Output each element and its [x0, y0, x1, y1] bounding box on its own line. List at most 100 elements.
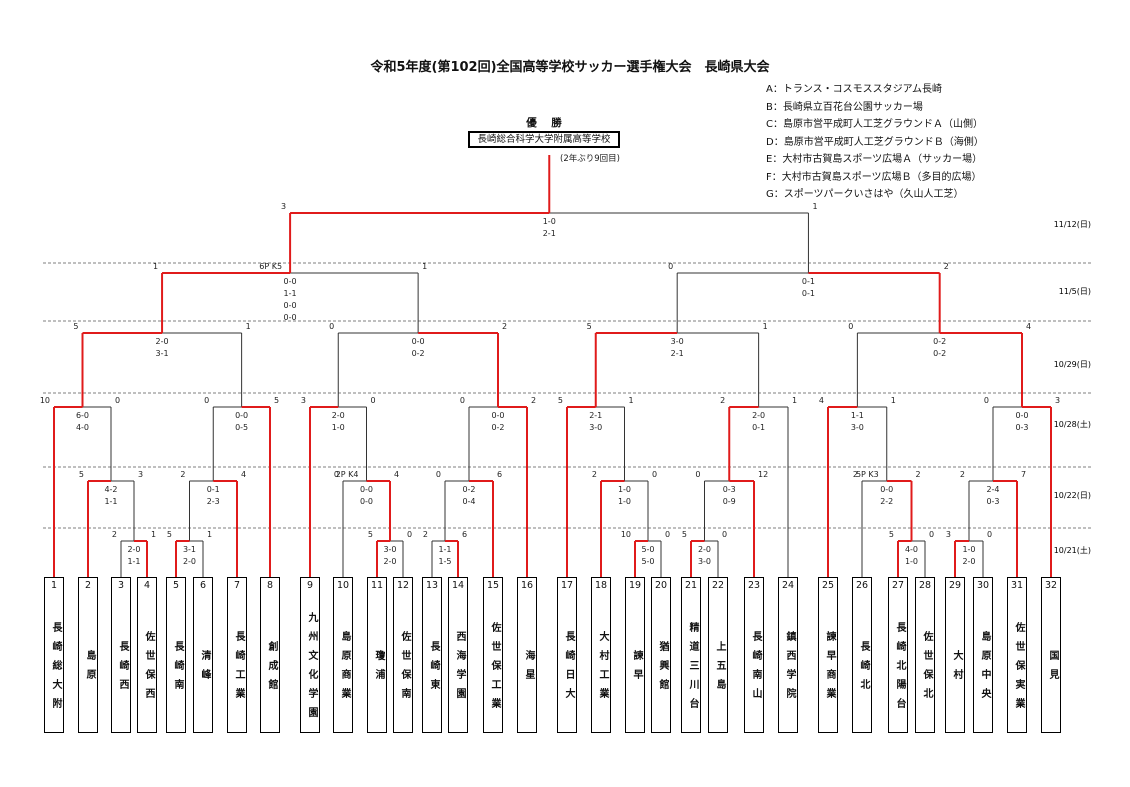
team-number: 19 — [628, 580, 642, 591]
half-score: 0-0 — [284, 301, 297, 310]
team-number: 22 — [711, 580, 725, 591]
team-name: 鎮西学院 — [784, 631, 795, 707]
half-score: 4-0 — [76, 423, 89, 432]
team-goals: 1 — [763, 322, 768, 331]
team-goals: 0 — [848, 322, 853, 331]
half-score: 1-1 — [104, 497, 117, 506]
team-name: 長崎南山 — [750, 631, 761, 707]
half-score: 0-0 — [235, 411, 248, 420]
team-name: 清峰 — [199, 650, 210, 688]
half-score: 2-4 — [986, 485, 999, 494]
team-goals: 0 — [115, 396, 120, 405]
team-name: 佐世保西 — [143, 631, 154, 707]
team-goals: 1 — [151, 530, 156, 539]
team-number: 11 — [370, 580, 384, 591]
half-score: 0-3 — [723, 485, 736, 494]
half-score: 1-5 — [438, 557, 451, 566]
half-score: 3-0 — [698, 557, 711, 566]
half-score: 5-0 — [641, 557, 654, 566]
team-name: 長崎北陽台 — [894, 621, 905, 717]
half-score: 3-1 — [183, 545, 196, 554]
team-name: 佐世保実業 — [1013, 621, 1024, 717]
team-number: 25 — [821, 580, 835, 591]
team-goals: 0 — [668, 262, 673, 271]
half-score: 2-2 — [880, 497, 893, 506]
half-score: 3-0 — [383, 545, 396, 554]
winner-team-box: 長崎総合科学大学附属高等学校 — [468, 131, 620, 148]
team-name: 長崎西 — [117, 640, 128, 698]
half-score: 1-0 — [332, 423, 345, 432]
half-score: 0-3 — [1015, 423, 1028, 432]
team-number: 5 — [172, 580, 180, 591]
team-goals: 0 — [695, 470, 700, 479]
bracket-lines — [82, 212, 1022, 577]
round-date: 10/22(日) — [1054, 491, 1091, 500]
team-number: 32 — [1044, 580, 1058, 591]
team-number: 28 — [918, 580, 932, 591]
team-number: 21 — [684, 580, 698, 591]
team-goals: 4 — [394, 470, 399, 479]
team-name: 海星 — [523, 650, 534, 688]
team-number: 27 — [891, 580, 905, 591]
half-score: 0-1 — [752, 423, 765, 432]
team-number: 20 — [654, 580, 668, 591]
round-date: 10/29(日) — [1054, 360, 1091, 369]
pk-score: 5P K3 — [856, 470, 879, 479]
team-box: 4 佐世保西 — [137, 577, 157, 733]
team-name: 九州文化学園 — [306, 612, 317, 726]
team-box: 9 九州文化学園 — [300, 577, 320, 733]
team-goals: 5 — [274, 396, 279, 405]
team-name: 上五島 — [714, 640, 725, 698]
half-score: 2-0 — [698, 545, 711, 554]
half-score: 1-0 — [962, 545, 975, 554]
team-goals: 1 — [422, 262, 427, 271]
team-number: 18 — [594, 580, 608, 591]
team-goals: 3 — [301, 396, 306, 405]
team-goals: 0 — [929, 530, 934, 539]
team-goals: 4 — [241, 470, 246, 479]
half-score: 0-5 — [235, 423, 248, 432]
team-goals: 5 — [889, 530, 894, 539]
half-score: 0-4 — [462, 497, 475, 506]
team-goals: 2 — [531, 396, 536, 405]
team-number: 23 — [747, 580, 761, 591]
team-name: 国見 — [1047, 650, 1058, 688]
team-number: 29 — [948, 580, 962, 591]
team-goals: 2 — [916, 470, 921, 479]
half-score: 1-1 — [438, 545, 451, 554]
team-goals: 6 — [497, 470, 502, 479]
half-score: 0-1 — [207, 485, 220, 494]
half-score: 2-0 — [962, 557, 975, 566]
team-goals: 0 — [371, 396, 376, 405]
team-number: 9 — [306, 580, 314, 591]
half-score: 1-1 — [851, 411, 864, 420]
team-goals: 2 — [960, 470, 965, 479]
half-score: 1-1 — [284, 289, 297, 298]
team-number: 6 — [199, 580, 207, 591]
team-goals: 5 — [368, 530, 373, 539]
team-number: 4 — [143, 580, 151, 591]
pk-score: 6P K5 — [259, 262, 282, 271]
team-goals: 0 — [665, 530, 670, 539]
team-goals: 0 — [407, 530, 412, 539]
page-title: 令和5年度(第102回)全国高等学校サッカー選手権大会 長崎県大会 — [370, 60, 770, 75]
team-name: 諫早商業 — [824, 631, 835, 707]
half-score: 0-2 — [491, 423, 504, 432]
pk-score: 2P K4 — [336, 470, 359, 479]
